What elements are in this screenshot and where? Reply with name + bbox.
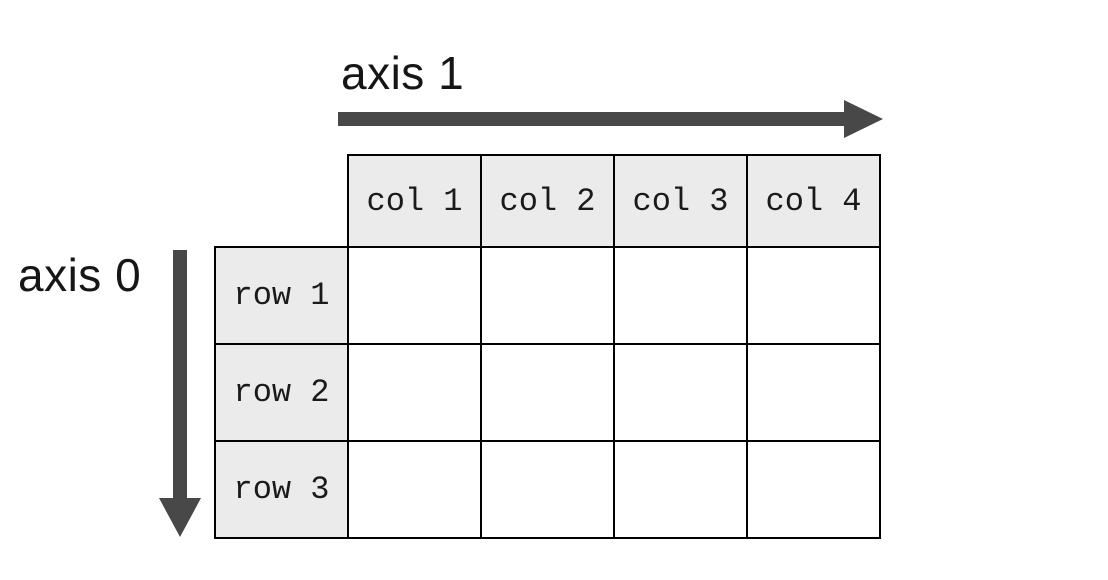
axis-1-label: axis 1 [341,47,465,99]
table-cell-r3c1 [347,440,482,539]
table-cell-r3c3 [613,440,748,539]
table-cell-r1c4 [746,246,881,345]
table-cell-r1c3 [613,246,748,345]
table-cell-r3c4 [746,440,881,539]
table-cell-r2c3 [613,343,748,442]
table-row-3: row 3 [214,440,881,539]
table-cell-r2c4 [746,343,881,442]
axes-table: col 1 col 2 col 3 col 4 row 1 row 2 row … [214,154,881,539]
column-header-col-4: col 4 [746,154,881,248]
axis-0-arrow-shape [159,250,201,537]
table-cell-r1c2 [480,246,615,345]
corner-cell [215,155,348,247]
table-cell-r1c1 [347,246,482,345]
column-header-col-3: col 3 [613,154,748,248]
axis-1-arrow-shape [338,100,883,138]
axis-0-label: axis 0 [18,249,142,301]
table-row-2: row 2 [214,343,881,442]
column-header-col-2: col 2 [480,154,615,248]
row-header-row-3: row 3 [214,440,349,539]
table-cell-r2c2 [480,343,615,442]
axis-1-arrow-icon [338,100,883,138]
axis-0-arrow-icon [159,250,201,537]
table-cell-r3c2 [480,440,615,539]
column-header-col-1: col 1 [347,154,482,248]
table-row-1: row 1 [214,246,881,345]
row-header-row-1: row 1 [214,246,349,345]
row-header-row-2: row 2 [214,343,349,442]
table-cell-r2c1 [347,343,482,442]
column-header-row: col 1 col 2 col 3 col 4 [215,154,881,248]
